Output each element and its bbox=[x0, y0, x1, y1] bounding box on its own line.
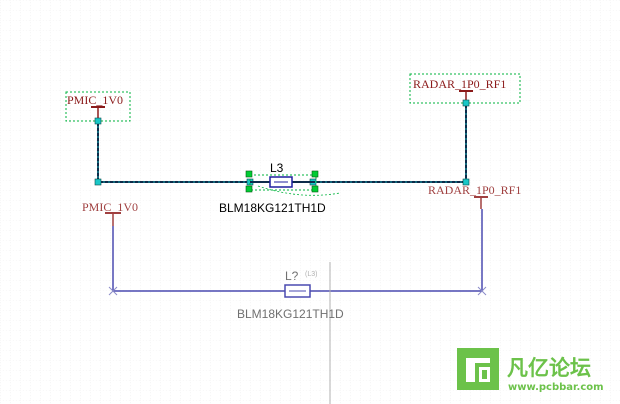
top-part-number: BLM18KG121TH1D bbox=[219, 201, 326, 215]
top-wires[interactable] bbox=[97, 103, 467, 183]
watermark-title: 凡亿论坛 bbox=[507, 356, 591, 380]
watermark-url: www.pcbbar.com bbox=[508, 382, 604, 393]
top-net-label-pmic: PMIC_1V0 bbox=[67, 93, 123, 107]
handle bbox=[462, 178, 470, 186]
watermark-logo: 凡亿论坛 www.pcbbar.com bbox=[457, 348, 604, 393]
handle bbox=[94, 117, 102, 125]
bottom-designator: L? bbox=[285, 269, 299, 283]
handle bbox=[94, 178, 102, 186]
selection-grip bbox=[311, 185, 319, 193]
selection-grip bbox=[245, 170, 253, 178]
bottom-net-label-pmic: PMIC_1V0 bbox=[82, 200, 138, 214]
top-designator: L3 bbox=[270, 161, 284, 175]
handle bbox=[462, 99, 470, 107]
bottom-designator-hint: (L3) bbox=[305, 271, 317, 278]
top-net-label-radar: RADAR_1P0_RF1 bbox=[413, 77, 506, 91]
bottom-circuit[interactable]: PMIC_1V0 L? (L3) BLM18KG121TH1D bbox=[82, 200, 487, 404]
wire-net-label-radar: RADAR_1P0_RF1 bbox=[428, 183, 521, 197]
bottom-part-number: BLM18KG121TH1D bbox=[237, 307, 344, 321]
selection-grip bbox=[311, 170, 319, 178]
top-circuit: PMIC_1V0 RADAR_1P0_RF1 bbox=[65, 73, 521, 215]
top-wire-net-label-radar[interactable]: RADAR_1P0_RF1 bbox=[428, 183, 521, 209]
top-inductor-l3[interactable]: L3 BLM18KG121TH1D bbox=[219, 161, 341, 215]
bottom-inductor[interactable]: L? (L3) BLM18KG121TH1D bbox=[237, 262, 344, 404]
bottom-wires[interactable] bbox=[108, 209, 487, 296]
selection-grip bbox=[245, 185, 253, 193]
bottom-port-pmic-1v0[interactable]: PMIC_1V0 bbox=[82, 200, 138, 226]
